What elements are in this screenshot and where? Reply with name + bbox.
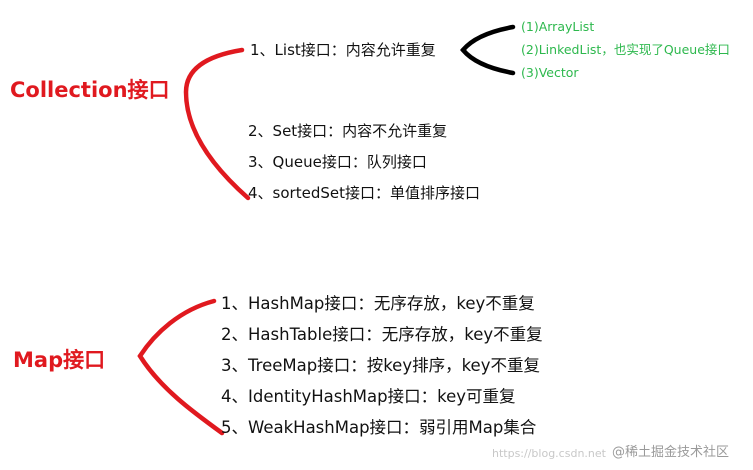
watermark-url: https://blog.csdn.net	[492, 447, 606, 460]
collection-item-sortedset: 4、sortedSet接口：单值排序接口	[248, 184, 480, 202]
list-subitem-vector: (3)Vector	[521, 65, 579, 80]
map-item-identityhashmap: 4、IdentityHashMap接口：key可重复	[221, 387, 516, 406]
watermark-brand: @稀土掘金技术社区	[612, 445, 730, 460]
map-item-hashmap: 1、HashMap接口：无序存放，key不重复	[221, 294, 535, 313]
list-subitem-linkedlist: (2)LinkedList，也实现了Queue接口	[521, 42, 730, 57]
collection-item-queue: 3、Queue接口：队列接口	[248, 153, 427, 171]
map-root-label: Map接口	[13, 348, 106, 372]
map-item-treemap: 3、TreeMap接口：按key排序，key不重复	[221, 356, 540, 375]
collection-brace	[183, 47, 251, 201]
collection-item-set: 2、Set接口：内容不允许重复	[248, 122, 448, 140]
collection-root-label: Collection接口	[10, 78, 170, 102]
list-subitem-arraylist: (1)ArrayList	[521, 19, 595, 34]
list-sub-brace	[460, 24, 516, 76]
map-item-hashtable: 2、HashTable接口：无序存放，key不重复	[221, 325, 543, 344]
collection-item-list: 1、List接口：内容允许重复	[250, 41, 436, 59]
map-brace	[137, 298, 225, 436]
map-item-weakhashmap: 5、WeakHashMap接口：弱引用Map集合	[221, 418, 537, 437]
